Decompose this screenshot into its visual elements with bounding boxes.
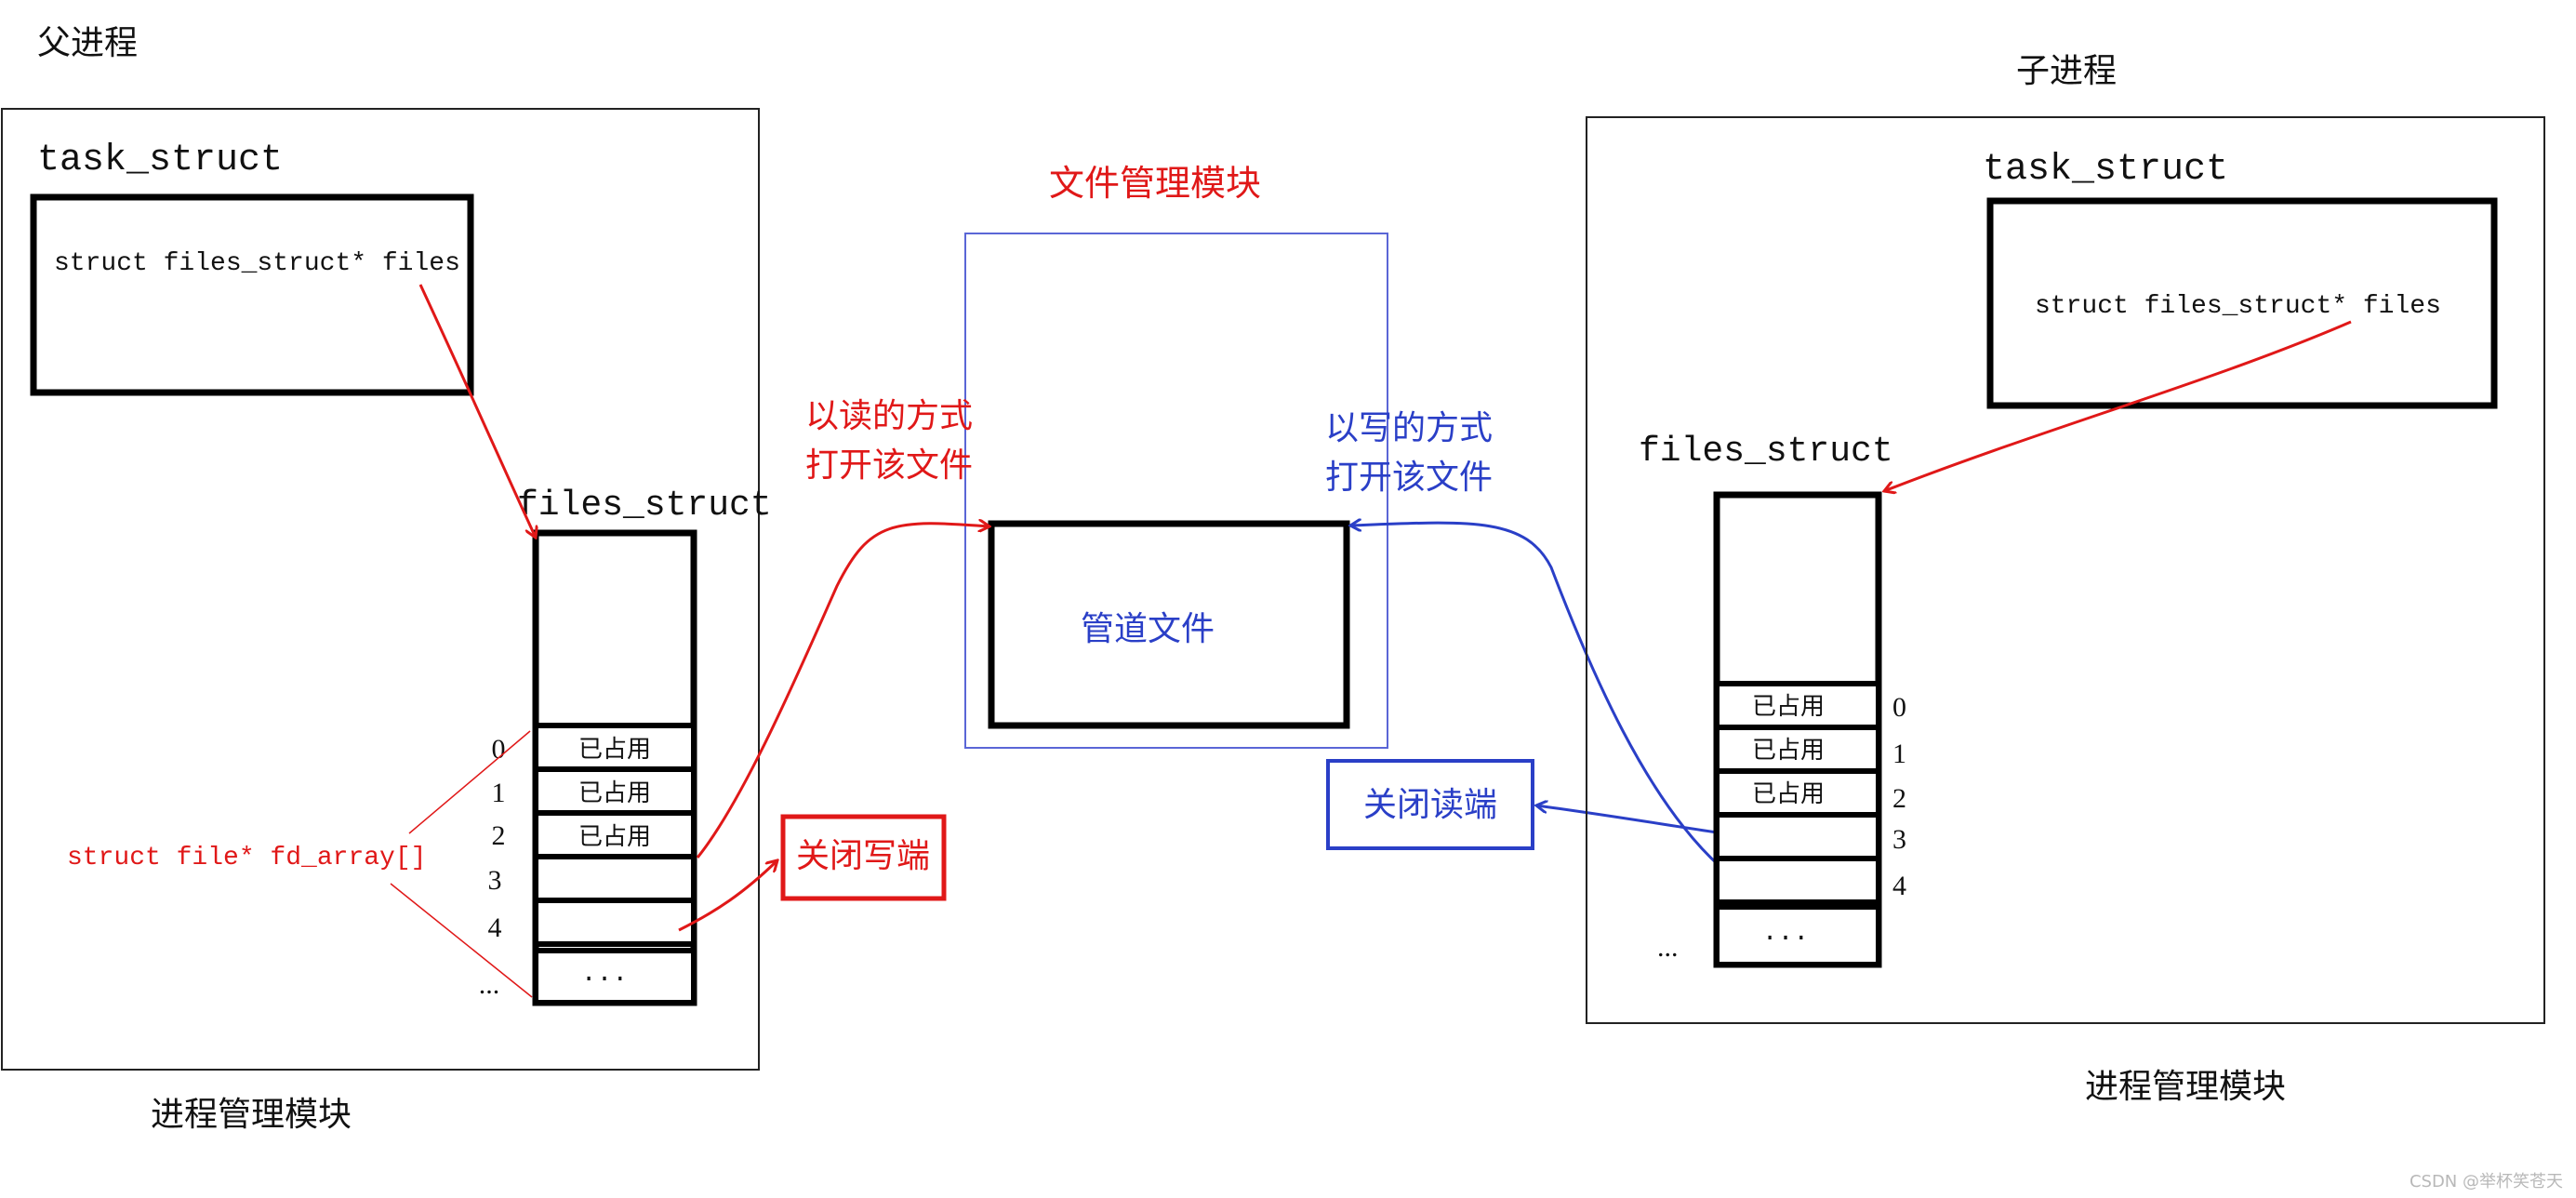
parent-files-field: struct files_struct* files [54,249,460,278]
parent-read-open-arrow [696,524,989,859]
close-read-box [1326,759,1534,850]
child-fd-indices: 0 1 2 3 4 ... [1657,692,1906,963]
close-write-arrow [678,860,777,932]
child-write-open-arrow [1350,523,1722,869]
child-process-title: 子进程 [2016,52,2117,90]
write-open-label-line2: 打开该文件 [1325,459,1493,497]
parent-fd-cell-3 [533,854,697,903]
child-module-label: 进程管理模块 [2085,1068,2286,1106]
close-read-label: 关闭读端 [1363,786,1497,824]
pipe-file-label: 管道文件 [1081,610,1215,648]
file-module-title: 文件管理模块 [1049,163,1261,204]
child-fd-cell-text-1: 已占用 [1752,737,1825,765]
parent-fd-cell-0 [533,723,697,772]
parent-files-struct-label: files_struct [517,486,772,526]
close-write-box [780,814,947,901]
parent-fd-cells: 已占用 已占用 已占用 ... [533,723,697,1005]
parent-fd-cell-text-2: 已占用 [578,823,651,851]
close-read-arrow [1536,805,1718,834]
child-fd-index-more: ... [1657,932,1679,963]
parent-fd-index-1: 1 [492,778,506,808]
parent-fd-index-0: 0 [492,734,506,765]
parent-process-frame [1,108,760,1071]
parent-fd-cell-text-more: ... [581,960,628,989]
child-files-struct-label: files_struct [1639,432,1893,472]
child-fd-cell-text-2: 已占用 [1752,780,1825,808]
parent-fd-cell-2 [533,810,697,859]
parent-fd-index-more: ... [479,969,500,1000]
child-fd-cell-text-more: ... [1762,919,1809,948]
parent-fd-cell-4 [533,898,697,947]
parent-files-pointer-arrow [418,284,536,538]
child-fd-cells: 已占用 已占用 已占用 ... [1714,681,1881,967]
child-fd-cell-3 [1714,812,1881,861]
child-fd-index-2: 2 [1892,783,1906,814]
child-process-frame [1586,116,2545,1024]
child-fd-cell-0 [1714,681,1881,730]
parent-task-struct-label: task_struct [37,140,283,181]
child-fd-cell-text-0: 已占用 [1752,693,1825,721]
write-open-label-line1: 以写的方式 [1325,409,1493,447]
watermark: CSDN @举杯笑苍天 [2410,1172,2563,1191]
parent-fd-index-3: 3 [488,865,502,896]
fd-array-label: struct file* fd_array[] [67,844,426,872]
parent-fd-cell-text-0: 已占用 [578,736,651,764]
read-open-label-line2: 打开该文件 [805,446,973,485]
child-fd-cell-1 [1714,725,1881,774]
read-open-label-line1: 以读的方式 [805,397,973,435]
child-fd-index-3: 3 [1892,824,1906,855]
fd-array-bracket-bottom [390,883,533,998]
child-task-struct-box [1986,197,2498,409]
parent-fd-cell-more [533,948,697,1005]
child-fd-cell-4 [1714,856,1881,905]
child-files-pointer-arrow [1884,320,2352,491]
fd-array-bracket-top [408,730,531,834]
file-module-frame [964,233,1388,749]
child-files-field: struct files_struct* files [2035,292,2441,321]
pipe-file-box [988,520,1350,729]
parent-fd-indices: 0 1 2 3 4 ... [479,734,506,1000]
parent-fd-cell-text-1: 已占用 [578,779,651,807]
child-task-struct-label: task_struct [1983,149,2228,191]
parent-process-title: 父进程 [37,24,138,62]
parent-task-struct-box [30,193,474,396]
parent-fd-index-2: 2 [492,820,506,851]
parent-fd-index-4: 4 [488,912,502,943]
child-fd-index-1: 1 [1892,739,1906,769]
close-write-label: 关闭写端 [796,837,930,875]
child-fd-index-4: 4 [1892,871,1906,901]
parent-module-label: 进程管理模块 [151,1096,352,1134]
child-fd-cell-more [1714,904,1881,967]
child-fd-index-0: 0 [1892,692,1906,723]
